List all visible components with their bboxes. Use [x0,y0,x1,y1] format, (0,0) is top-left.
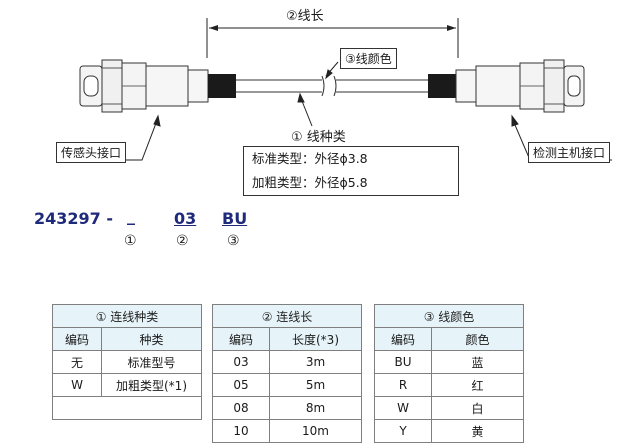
table-cell: W [374,396,432,420]
type-label: ① 线种类 [291,130,346,145]
type-table-caption: ① 连线种类 [52,304,202,328]
type-table: ① 连线种类 编码 种类 无 标准型号 W 加粗类型(*1) [52,304,202,420]
length-table-header-code: 编码 [212,327,270,351]
part-code-seg2: 03 [174,209,197,228]
cable-diagram [60,18,612,161]
spec-box: 标准类型：外径ϕ3.8 加粗类型：外径ϕ5.8 [243,146,459,196]
table-cell: 蓝 [431,350,524,374]
table-cell: 03 [212,350,270,374]
table-row: 08 8m [212,396,362,420]
table-cell: 08 [212,396,270,420]
color-table-caption: ③ 线颜色 [374,304,524,328]
color-table: ③ 线颜色 编码 颜色 BU 蓝 R 红 W 白 Y 黄 [374,304,524,443]
right-connector-label: 检测主机接口 [528,142,611,163]
table-cell: 10 [212,419,270,443]
cable-body [236,75,428,97]
table-cell: Y [374,419,432,443]
left-connector-shape [79,59,236,113]
part-code-seg3: BU [222,209,248,228]
table-cell: 加粗类型(*1) [101,373,202,397]
part-code-prefix: 243297 - [34,209,114,228]
spec-line-standard: 标准类型：外径ϕ3.8 [252,151,368,166]
table-row: 05 5m [212,373,362,397]
table-cell: 白 [431,396,524,420]
length-table-header-length: 长度(*3) [269,327,362,351]
part-code-num1: ① [124,233,137,249]
part-code-num2: ② [176,233,189,249]
table-cell: 8m [269,396,362,420]
type-table-header-code: 编码 [52,327,102,351]
table-row: 10 10m [212,419,362,443]
table-row: Y 黄 [374,419,524,443]
table-cell: 黄 [431,419,524,443]
type-table-header-kind: 种类 [101,327,202,351]
table-cell: 10m [269,419,362,443]
table-cell: W [52,373,102,397]
table-cell: R [374,373,432,397]
table-row-empty [52,396,202,420]
table-cell: BU [374,350,432,374]
length-label: ②线长 [286,9,324,24]
color-table-header-color: 颜色 [431,327,524,351]
table-cell: 标准型号 [101,350,202,374]
right-connector-shape [428,59,585,113]
left-connector-label: 传感头接口 [56,142,127,163]
table-cell: 红 [431,373,524,397]
length-dimension [206,18,459,58]
table-row: R 红 [374,373,524,397]
table-row: 无 标准型号 [52,350,202,374]
length-table-caption: ② 连线长 [212,304,362,328]
length-table: ② 连线长 编码 长度(*3) 03 3m 05 5m 08 8m 10 10m [212,304,362,443]
table-cell: 05 [212,373,270,397]
table-row: W 加粗类型(*1) [52,373,202,397]
table-cell: 5m [269,373,362,397]
color-label: ③线颜色 [340,48,397,69]
table-row: BU 蓝 [374,350,524,374]
spec-line-thick: 加粗类型：外径ϕ5.8 [252,175,368,190]
part-code-seg1: _ [127,206,135,225]
color-table-header-code: 编码 [374,327,432,351]
table-row: 03 3m [212,350,362,374]
table-cell: 3m [269,350,362,374]
table-cell: 无 [52,350,102,374]
part-code-num3: ③ [227,233,240,249]
table-row: W 白 [374,396,524,420]
